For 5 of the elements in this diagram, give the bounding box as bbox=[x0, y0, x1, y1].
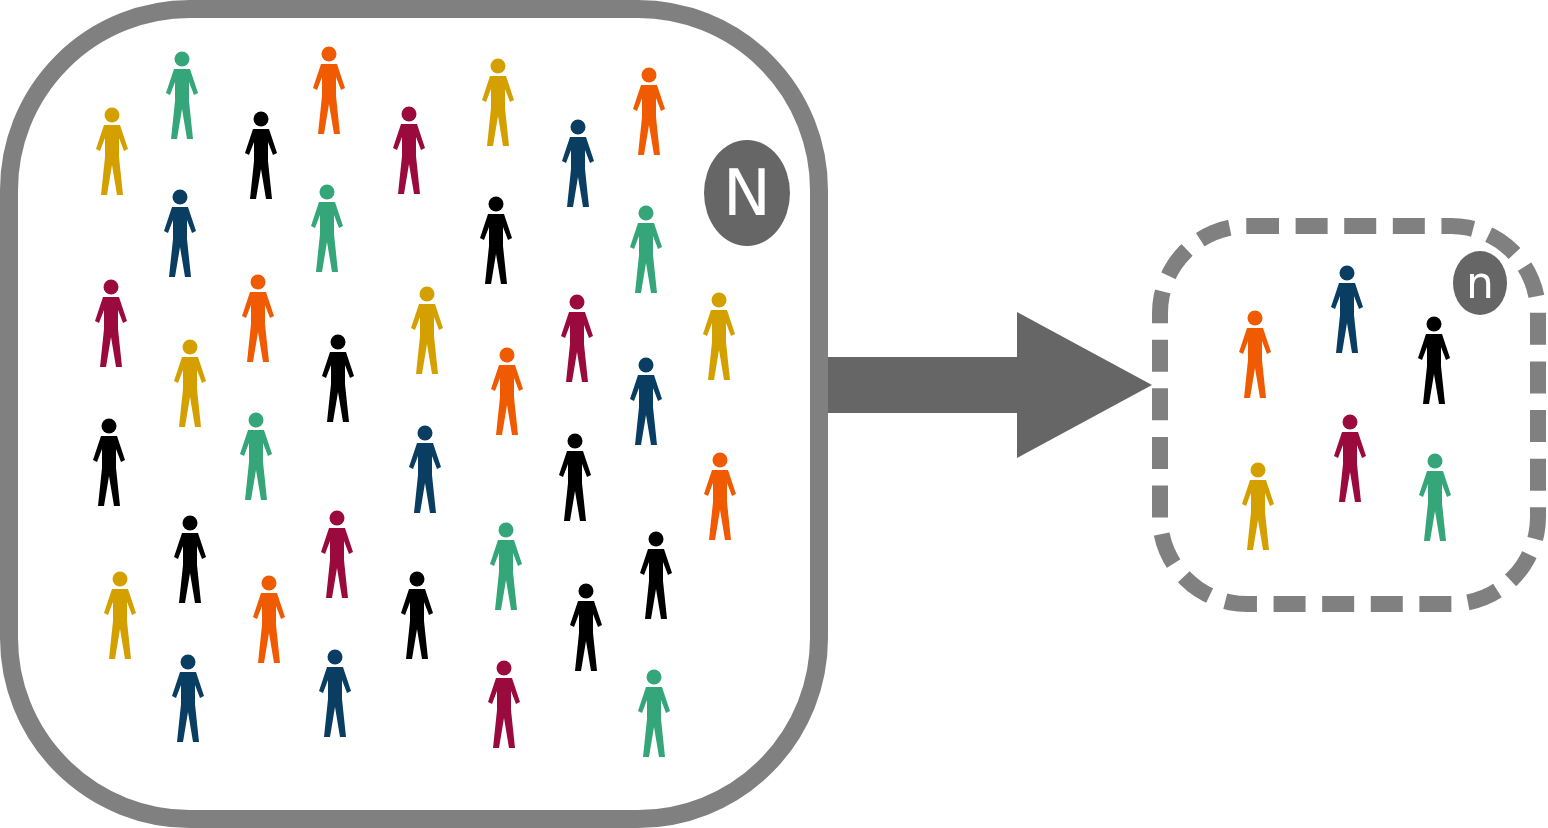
rounded-frame bbox=[0, 0, 828, 828]
dashed-frame bbox=[1152, 218, 1546, 612]
arrow bbox=[828, 312, 1152, 458]
letter-badge: N bbox=[704, 140, 790, 246]
letter-badge: n bbox=[1453, 251, 1507, 315]
